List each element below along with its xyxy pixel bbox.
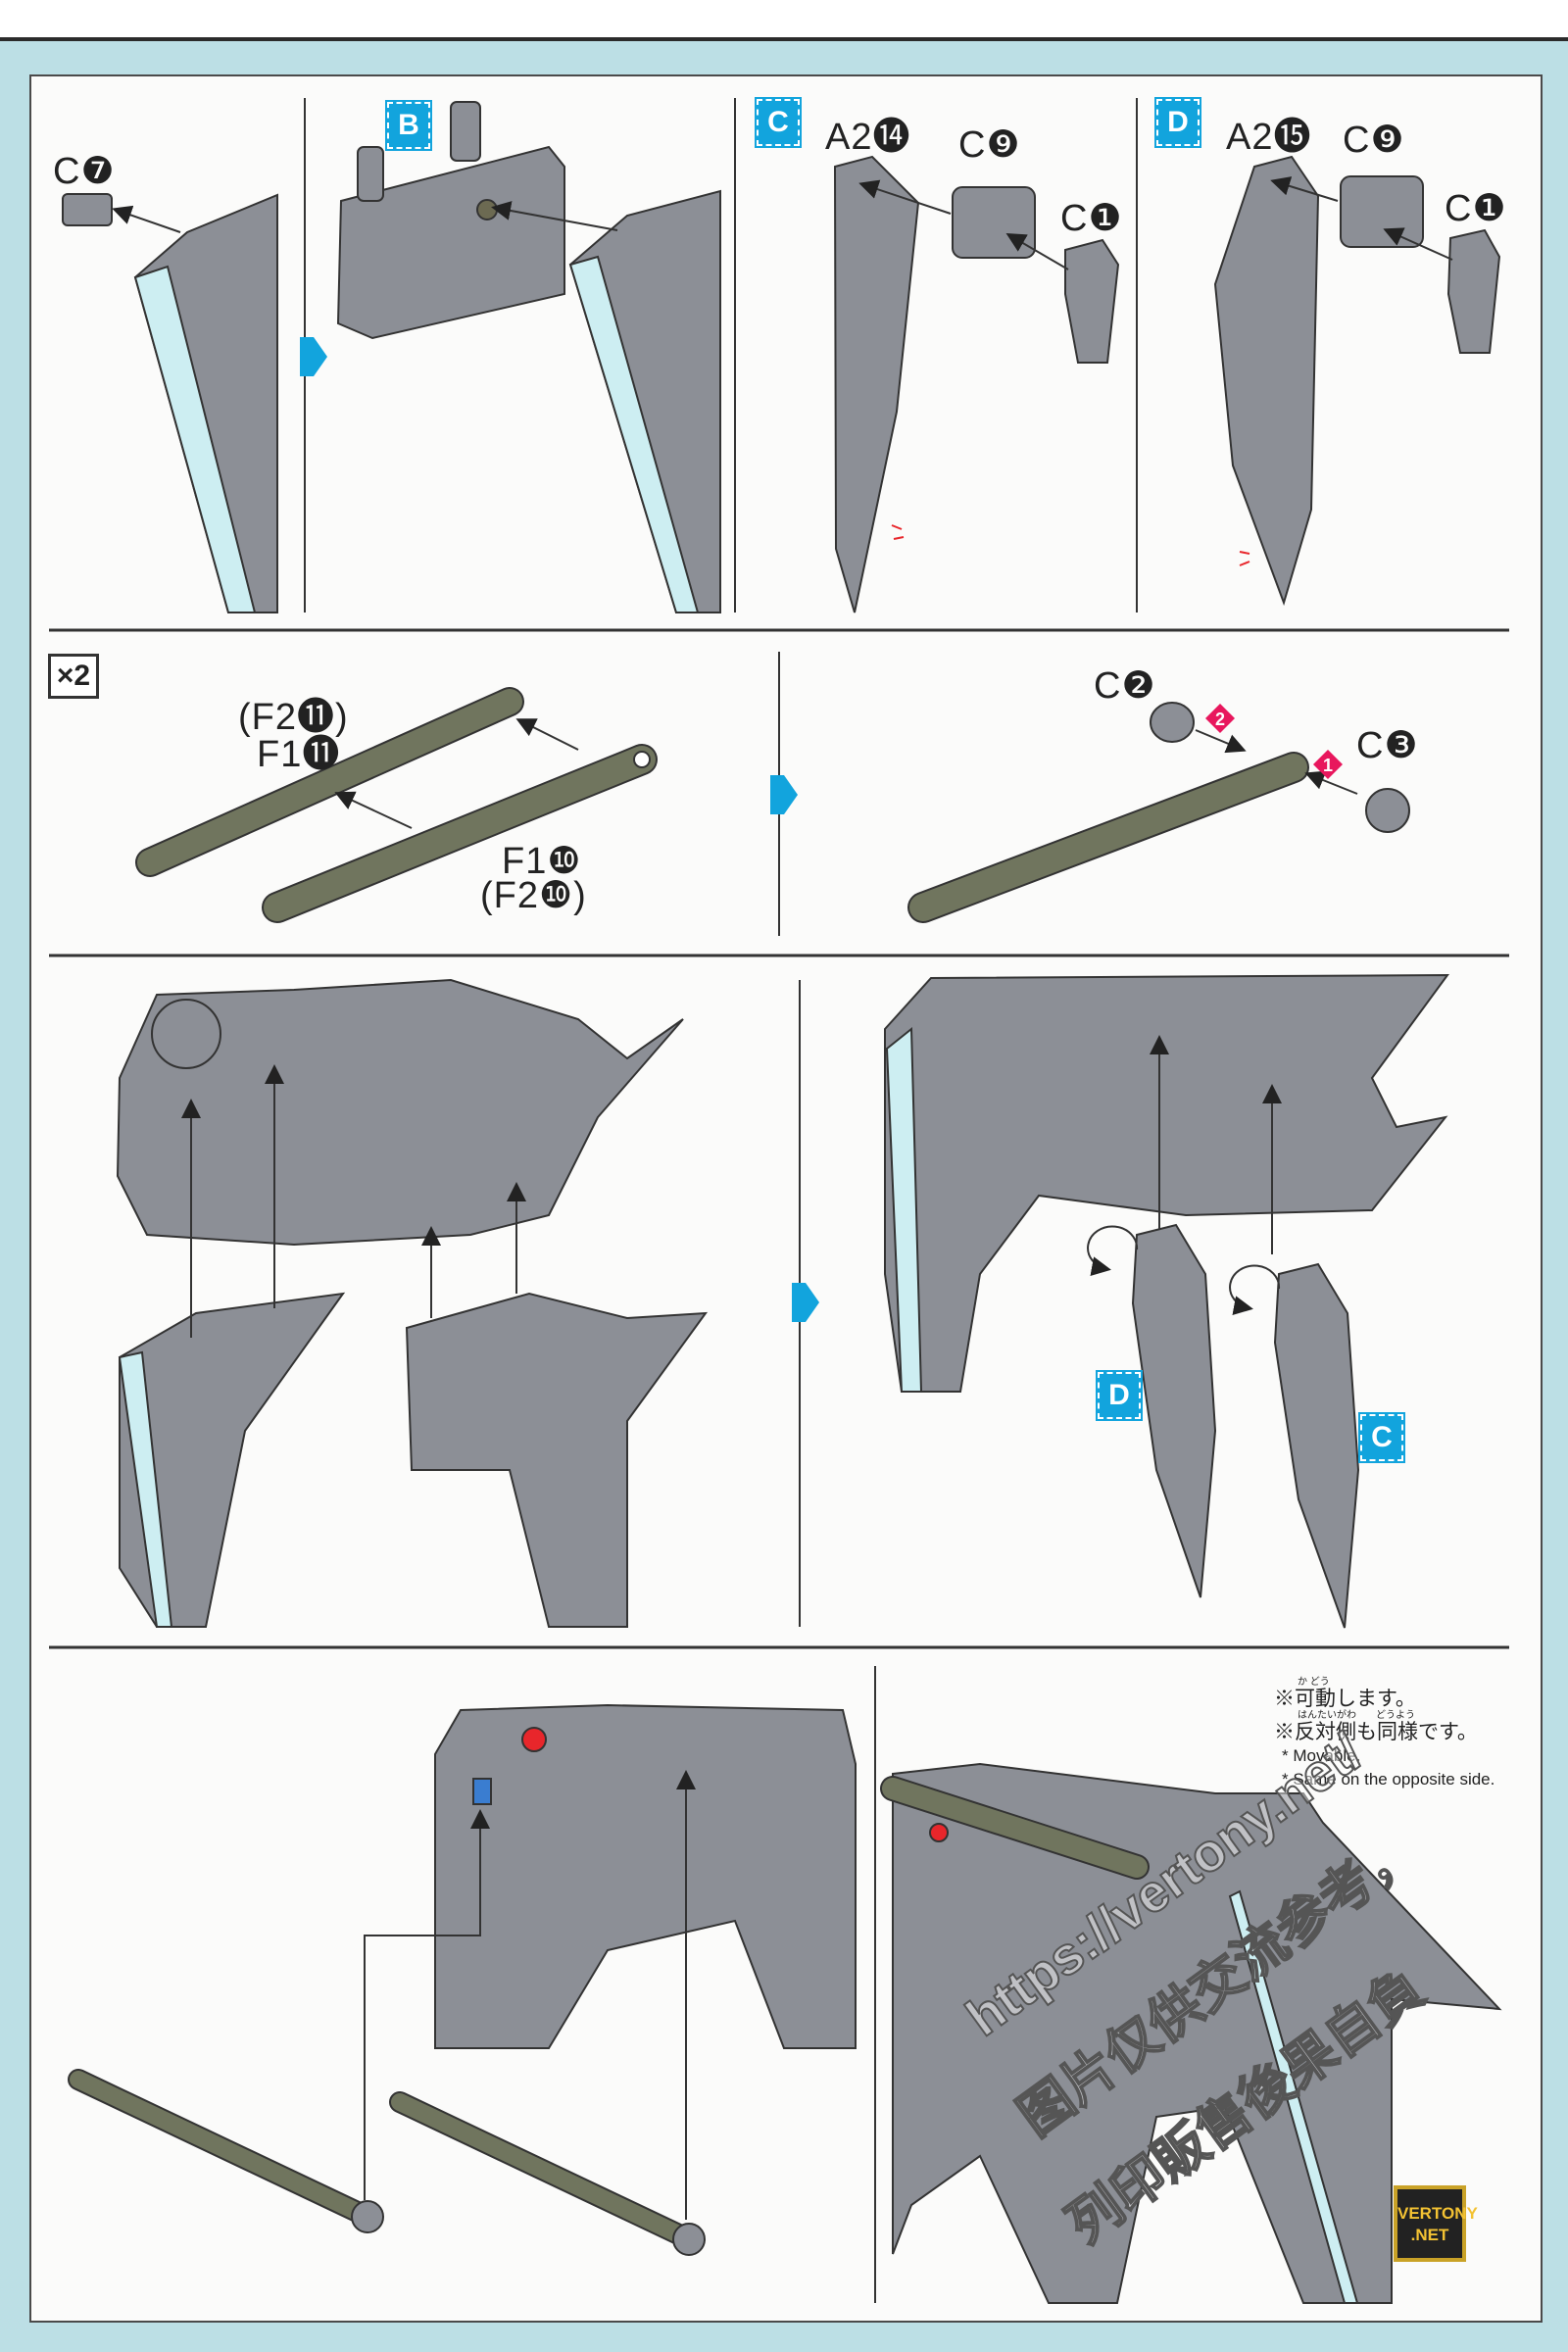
b-peg	[450, 101, 481, 162]
gate-mark-icon	[1239, 551, 1250, 566]
gate-mark-icon	[891, 524, 905, 540]
hip-joint	[151, 999, 221, 1069]
note-movable-en: * Movable.	[1282, 1746, 1361, 1765]
step-arrow-icon	[770, 775, 798, 814]
logo-text-bottom: .NET	[1410, 2226, 1449, 2244]
rotate-arrow-icon	[1087, 1225, 1139, 1276]
note-opposite-jp: ※反対側も同様です。	[1274, 1721, 1478, 1743]
part-label-c1: C❶	[1060, 198, 1123, 239]
b-box-attach-part	[405, 1292, 709, 1628]
c3-ball-part	[1365, 788, 1410, 833]
part-label-c2: C❷	[1094, 665, 1156, 707]
subassembly-badge-d: D	[1096, 1370, 1143, 1421]
part-label-c9: C❾	[1343, 120, 1405, 161]
page-top-margin	[0, 0, 1568, 41]
svg-text:1: 1	[1323, 756, 1333, 775]
c-leg-attach-part	[1273, 1262, 1360, 1629]
d-leg-part	[1213, 155, 1320, 607]
c-leg-part	[833, 155, 920, 613]
c1-cover-part	[1064, 238, 1120, 364]
clear-edge-part	[133, 265, 257, 613]
part-label-c7: C❼	[53, 151, 116, 192]
final-assembly-part	[892, 1762, 1502, 2304]
order-marker-1: 1	[1313, 750, 1343, 779]
c9-joint-part	[952, 186, 1036, 259]
wing-leg-part	[133, 193, 278, 613]
c7-part	[62, 193, 113, 226]
c2-disc-part	[1150, 702, 1195, 743]
clear-edge-part	[568, 255, 700, 613]
blue-sensor	[472, 1778, 492, 1805]
red-sensor	[521, 1727, 547, 1752]
red-sensor	[929, 1823, 949, 1842]
rotate-arrow-icon	[1229, 1264, 1281, 1315]
b-box-part	[336, 145, 565, 340]
subassembly-badge-d: D	[1154, 97, 1201, 148]
step-arrow-icon	[792, 1283, 819, 1322]
b-socket	[476, 199, 498, 220]
torso-side-part	[434, 1703, 857, 2049]
c9-joint-part	[1340, 175, 1424, 248]
clear-edge-part	[118, 1350, 173, 1628]
part-label-c1: C❶	[1445, 188, 1507, 229]
ruby-movable: か どう	[1298, 1677, 1330, 1688]
c1-cover-part	[1446, 228, 1501, 354]
part-label-a2-15: A2⓯	[1226, 117, 1312, 158]
note-movable-jp: ※可動します。	[1274, 1688, 1416, 1710]
leg-b-attach-part	[119, 1292, 346, 1628]
order-marker-2: 2	[1205, 704, 1235, 733]
part-label-f1-11: F1⓫	[257, 734, 341, 775]
part-label-a2-14: A2⓮	[825, 117, 911, 158]
quantity-badge: ×2	[48, 654, 99, 699]
part-label-c9: C❾	[958, 124, 1021, 166]
step-arrow-icon	[300, 337, 327, 376]
wing-leg-part	[568, 189, 721, 613]
subassembly-badge-c: C	[1358, 1412, 1405, 1463]
note-opposite-en: * Same on the opposite side.	[1282, 1770, 1495, 1788]
svg-text:2: 2	[1215, 710, 1225, 729]
logo-text-top: VERTONY	[1397, 2204, 1478, 2223]
part-label-f1-10: F1❿	[502, 841, 582, 882]
clear-edge-part	[885, 1026, 923, 1393]
torso-underside-part	[116, 978, 684, 1247]
assembly-notes: か どう ※可動します。 はんたいがわ どうよう ※反対側も同様です。 * Mo…	[1274, 1678, 1494, 1791]
part-label-f2-10: (F2❿)	[480, 875, 587, 916]
part-label-f2-11: (F2⓫)	[238, 697, 349, 738]
part-label-c3: C❸	[1356, 725, 1419, 766]
b-peg	[357, 146, 384, 202]
clear-edge-part	[1228, 1889, 1359, 2304]
subassembly-badge-c: C	[755, 97, 802, 148]
subassembly-badge-b: B	[385, 100, 432, 151]
d-leg-attach-part	[1131, 1223, 1217, 1598]
ruby-opposite: はんたいがわ どうよう	[1298, 1710, 1415, 1721]
vertony-logo: VERTONY .NET	[1394, 2185, 1478, 2262]
